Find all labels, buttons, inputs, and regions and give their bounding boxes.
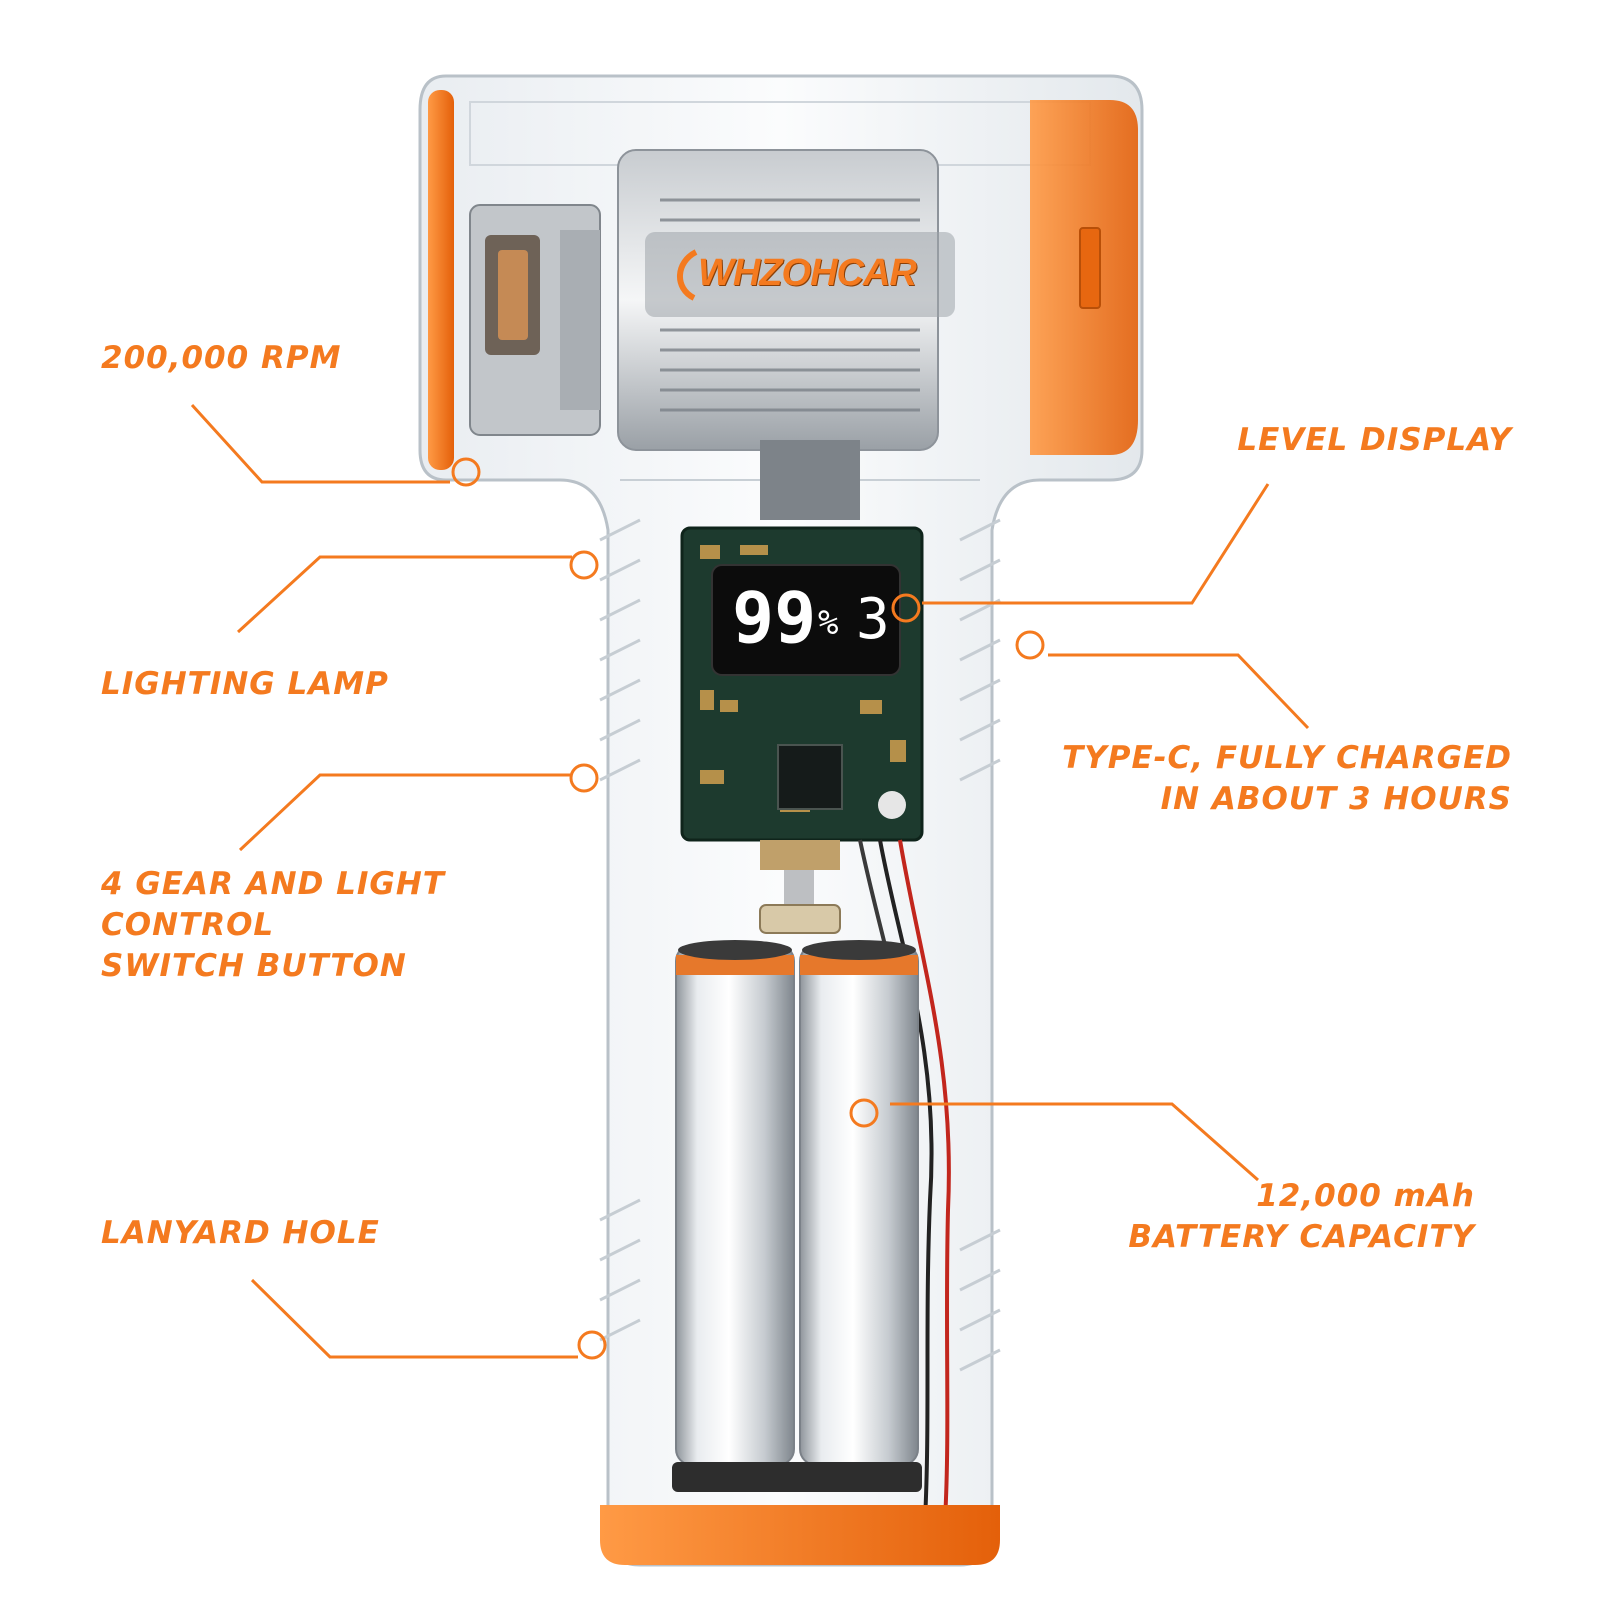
callout-lighting-lamp: LIGHTING LAMP <box>101 666 389 702</box>
brand-logo: WHZOHCAR <box>668 248 958 302</box>
brand-swoosh-icon <box>677 249 698 301</box>
callout-type-c: TYPE-C, FULLY CHARGED IN ABOUT 3 HOURS <box>1062 740 1512 817</box>
percent-sign: % <box>818 603 839 643</box>
battery-cells <box>675 940 919 1466</box>
callout-switch-button: 4 GEAR AND LIGHT CONTROL SWITCH BUTTON <box>101 866 445 984</box>
left-end-cap <box>428 90 454 470</box>
orange-base <box>600 1505 1000 1565</box>
callout-battery-capacity: 12,000 mAh BATTERY CAPACITY <box>1128 1178 1475 1255</box>
battery-percent-value: 99 <box>732 577 817 659</box>
gear-level-value: 3 <box>856 587 890 652</box>
callout-rpm: 200,000 RPM <box>101 340 342 376</box>
display-readout: 99 % 3 <box>722 575 897 665</box>
callout-lanyard-hole: LANYARD HOLE <box>101 1215 380 1251</box>
callout-level-display: LEVEL DISPLAY <box>1237 422 1512 458</box>
callout-markers <box>451 457 1045 1360</box>
callout-leader-lines <box>190 403 1310 1359</box>
brand-name: WHZOHCAR <box>698 252 917 294</box>
vent-slots <box>599 518 1001 1372</box>
